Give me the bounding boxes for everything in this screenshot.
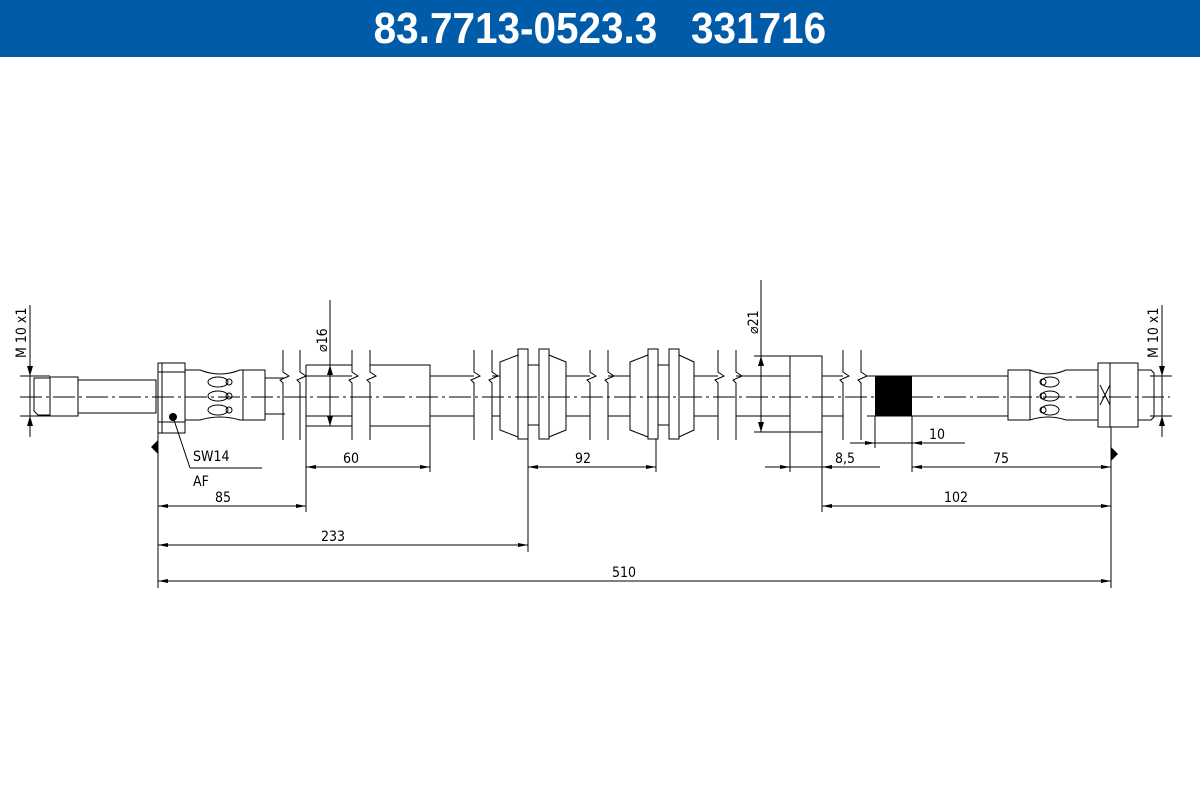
right-thread-label: M 10 x1	[1146, 308, 1162, 358]
grommet-1	[499, 348, 567, 440]
left-fitting	[33, 362, 285, 434]
dimension-8-5-label: 8,5	[835, 451, 855, 467]
reference-marker-left-icon	[151, 440, 158, 454]
dimension-92: 92	[528, 451, 656, 469]
diameter-16-label: 16	[315, 328, 331, 344]
svg-text:⌀21: ⌀21	[746, 310, 762, 334]
wrench-size-label: SW14	[193, 449, 229, 465]
protective-sleeve-1	[305, 364, 431, 427]
left-thread-label: M 10 x1	[14, 308, 30, 358]
part-number: 83.7713-0523.3	[373, 3, 658, 53]
dimension-85-label: 85	[215, 490, 231, 506]
dimension-8-5: 8,5	[765, 451, 880, 469]
svg-text:⌀16: ⌀16	[315, 328, 331, 352]
dimension-102: 102	[822, 490, 1111, 508]
dimension-75: 75	[912, 451, 1111, 469]
extension-lines	[157, 416, 1112, 588]
dimension-233: 233	[158, 529, 528, 547]
dimension-75-label: 75	[993, 451, 1009, 467]
wrench-size-callout: SW14 AF	[172, 416, 262, 490]
diameter-21-label: 21	[746, 310, 762, 326]
part-number-title: 83.7713-0523.3 331716	[374, 4, 826, 54]
dimension-102-label: 102	[944, 490, 968, 506]
right-thread-dimension: M 10 x1	[1146, 305, 1172, 437]
grommet-2	[629, 348, 695, 440]
dimension-233-label: 233	[321, 529, 345, 545]
marking-band	[875, 376, 912, 416]
dimension-60: 60	[306, 451, 430, 469]
dimension-92-label: 92	[575, 451, 591, 467]
wrench-size-alt-label: AF	[193, 474, 209, 490]
dimension-85: 85	[158, 490, 306, 508]
break-marks	[279, 350, 869, 440]
reference-marker-right-icon	[1111, 447, 1118, 461]
diameter-21-dimension: ⌀21	[746, 280, 790, 433]
dimension-510-label: 510	[612, 565, 636, 581]
dimension-60-label: 60	[343, 451, 359, 467]
right-fitting	[1007, 362, 1155, 428]
protective-sleeve-2	[789, 355, 823, 433]
title-bar: 83.7713-0523.3 331716	[0, 0, 1200, 57]
dimension-10: 10	[850, 427, 965, 445]
left-thread-dimension: M 10 x1	[14, 305, 50, 437]
diameter-icon: ⌀	[746, 326, 762, 334]
dimension-10-label: 10	[929, 427, 945, 443]
diameter-16-dimension: ⌀16	[315, 300, 333, 426]
diameter-icon: ⌀	[315, 344, 331, 352]
reference-number: 331716	[691, 3, 827, 53]
dimension-510: 510	[158, 565, 1111, 583]
